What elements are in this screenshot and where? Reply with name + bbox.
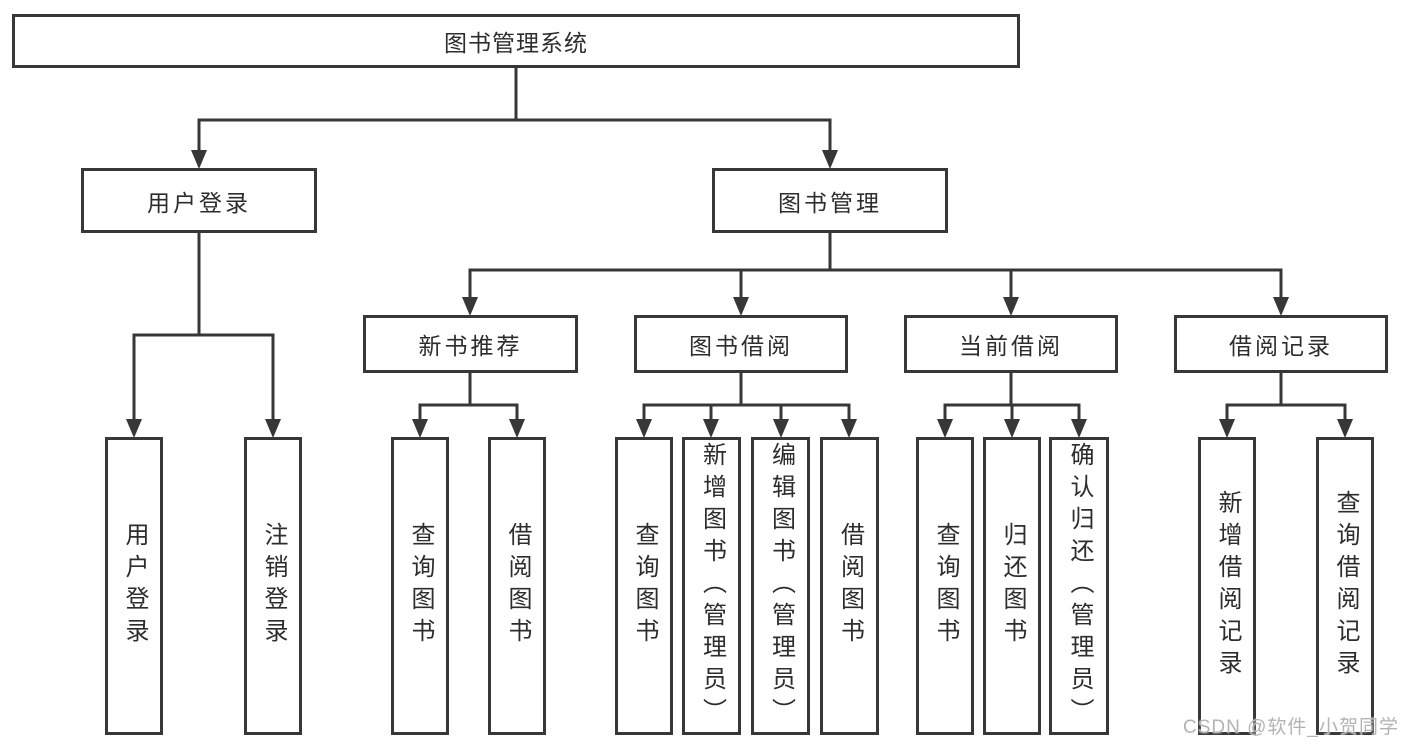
leaf-label: 查询图书 bbox=[932, 522, 959, 650]
node-label: 新书推荐 bbox=[418, 333, 523, 359]
leaf-label: 新增图书（管理员） bbox=[698, 442, 726, 730]
leaf-label: 借阅图书 bbox=[504, 522, 531, 650]
leaf-label: 借阅图书 bbox=[836, 522, 864, 650]
leaf-query-books: 查询图书 bbox=[615, 437, 673, 735]
arrowhead-icon bbox=[703, 419, 719, 438]
leaf-label: 编辑图书（管理员） bbox=[767, 442, 795, 730]
node-book-management: 图书管理 bbox=[712, 168, 948, 233]
leaf-borrow-books: 借阅图书 bbox=[820, 437, 879, 735]
connector-line bbox=[132, 333, 275, 420]
arrowhead-icon bbox=[462, 297, 478, 316]
leaf-return-books: 归还图书 bbox=[983, 437, 1041, 735]
csdn-watermark: CSDN @软件_小贺同学 bbox=[1183, 717, 1399, 738]
connector-line bbox=[1225, 403, 1347, 420]
leaf-query-books: 查询图书 bbox=[391, 437, 449, 735]
connector-line bbox=[642, 403, 851, 420]
leaf-label: 新增借阅记录 bbox=[1214, 490, 1241, 682]
arrowhead-icon bbox=[733, 297, 749, 316]
node-label: 当前借阅 bbox=[959, 333, 1063, 359]
arrowhead-icon bbox=[1219, 419, 1235, 438]
leaf-label: 确认归还（管理员） bbox=[1066, 442, 1093, 730]
leaf-query-books: 查询图书 bbox=[916, 437, 974, 735]
leaf-add-books-admin: 新增图书（管理员） bbox=[682, 437, 741, 735]
leaf-add-borrow-record: 新增借阅记录 bbox=[1198, 437, 1256, 735]
leaf-edit-books-admin: 编辑图书（管理员） bbox=[751, 437, 810, 735]
leaf-label: 用户登录 bbox=[121, 522, 148, 650]
leaf-label: 注销登录 bbox=[260, 522, 287, 650]
arrowhead-icon bbox=[126, 419, 142, 438]
connector-line bbox=[197, 118, 832, 151]
leaf-borrow-books: 借阅图书 bbox=[488, 437, 546, 735]
arrowhead-icon bbox=[265, 419, 281, 438]
arrowhead-icon bbox=[841, 419, 857, 438]
arrowhead-icon bbox=[636, 419, 652, 438]
arrowhead-icon bbox=[937, 419, 953, 438]
node-label: 借阅记录 bbox=[1229, 333, 1333, 359]
arrowhead-icon bbox=[1004, 419, 1020, 438]
arrowhead-icon bbox=[1337, 419, 1353, 438]
arrowhead-icon bbox=[773, 419, 789, 438]
arrowhead-icon bbox=[509, 419, 525, 438]
node-book-borrow: 图书借阅 bbox=[634, 315, 848, 373]
arrowhead-icon bbox=[1003, 297, 1019, 316]
node-label: 图书管理系统 bbox=[444, 30, 588, 56]
connector-line bbox=[418, 403, 519, 420]
node-borrow-records: 借阅记录 bbox=[1174, 315, 1388, 373]
arrowhead-icon bbox=[1071, 419, 1087, 438]
leaf-logout: 注销登录 bbox=[244, 437, 302, 735]
arrowhead-icon bbox=[1273, 297, 1289, 316]
node-user-login: 用户登录 bbox=[81, 168, 317, 233]
leaf-query-borrow-record: 查询借阅记录 bbox=[1316, 437, 1374, 735]
arrowhead-icon bbox=[822, 150, 838, 169]
node-label: 图书管理 bbox=[778, 189, 882, 216]
arrowhead-icon bbox=[412, 419, 428, 438]
leaf-confirm-return-admin: 确认归还（管理员） bbox=[1049, 437, 1109, 735]
leaf-label: 查询图书 bbox=[407, 522, 434, 650]
node-current-borrow: 当前借阅 bbox=[904, 315, 1118, 373]
node-label: 图书借阅 bbox=[689, 333, 793, 359]
leaf-label: 查询借阅记录 bbox=[1332, 490, 1359, 682]
leaf-label: 查询图书 bbox=[631, 522, 658, 650]
leaf-label: 归还图书 bbox=[999, 522, 1026, 650]
connector-line bbox=[468, 268, 1283, 298]
node-library-management-system: 图书管理系统 bbox=[12, 14, 1020, 68]
node-new-book-recommend: 新书推荐 bbox=[363, 315, 578, 373]
arrowhead-icon bbox=[191, 150, 207, 169]
node-label: 用户登录 bbox=[147, 189, 251, 216]
leaf-user-login: 用户登录 bbox=[105, 437, 163, 735]
